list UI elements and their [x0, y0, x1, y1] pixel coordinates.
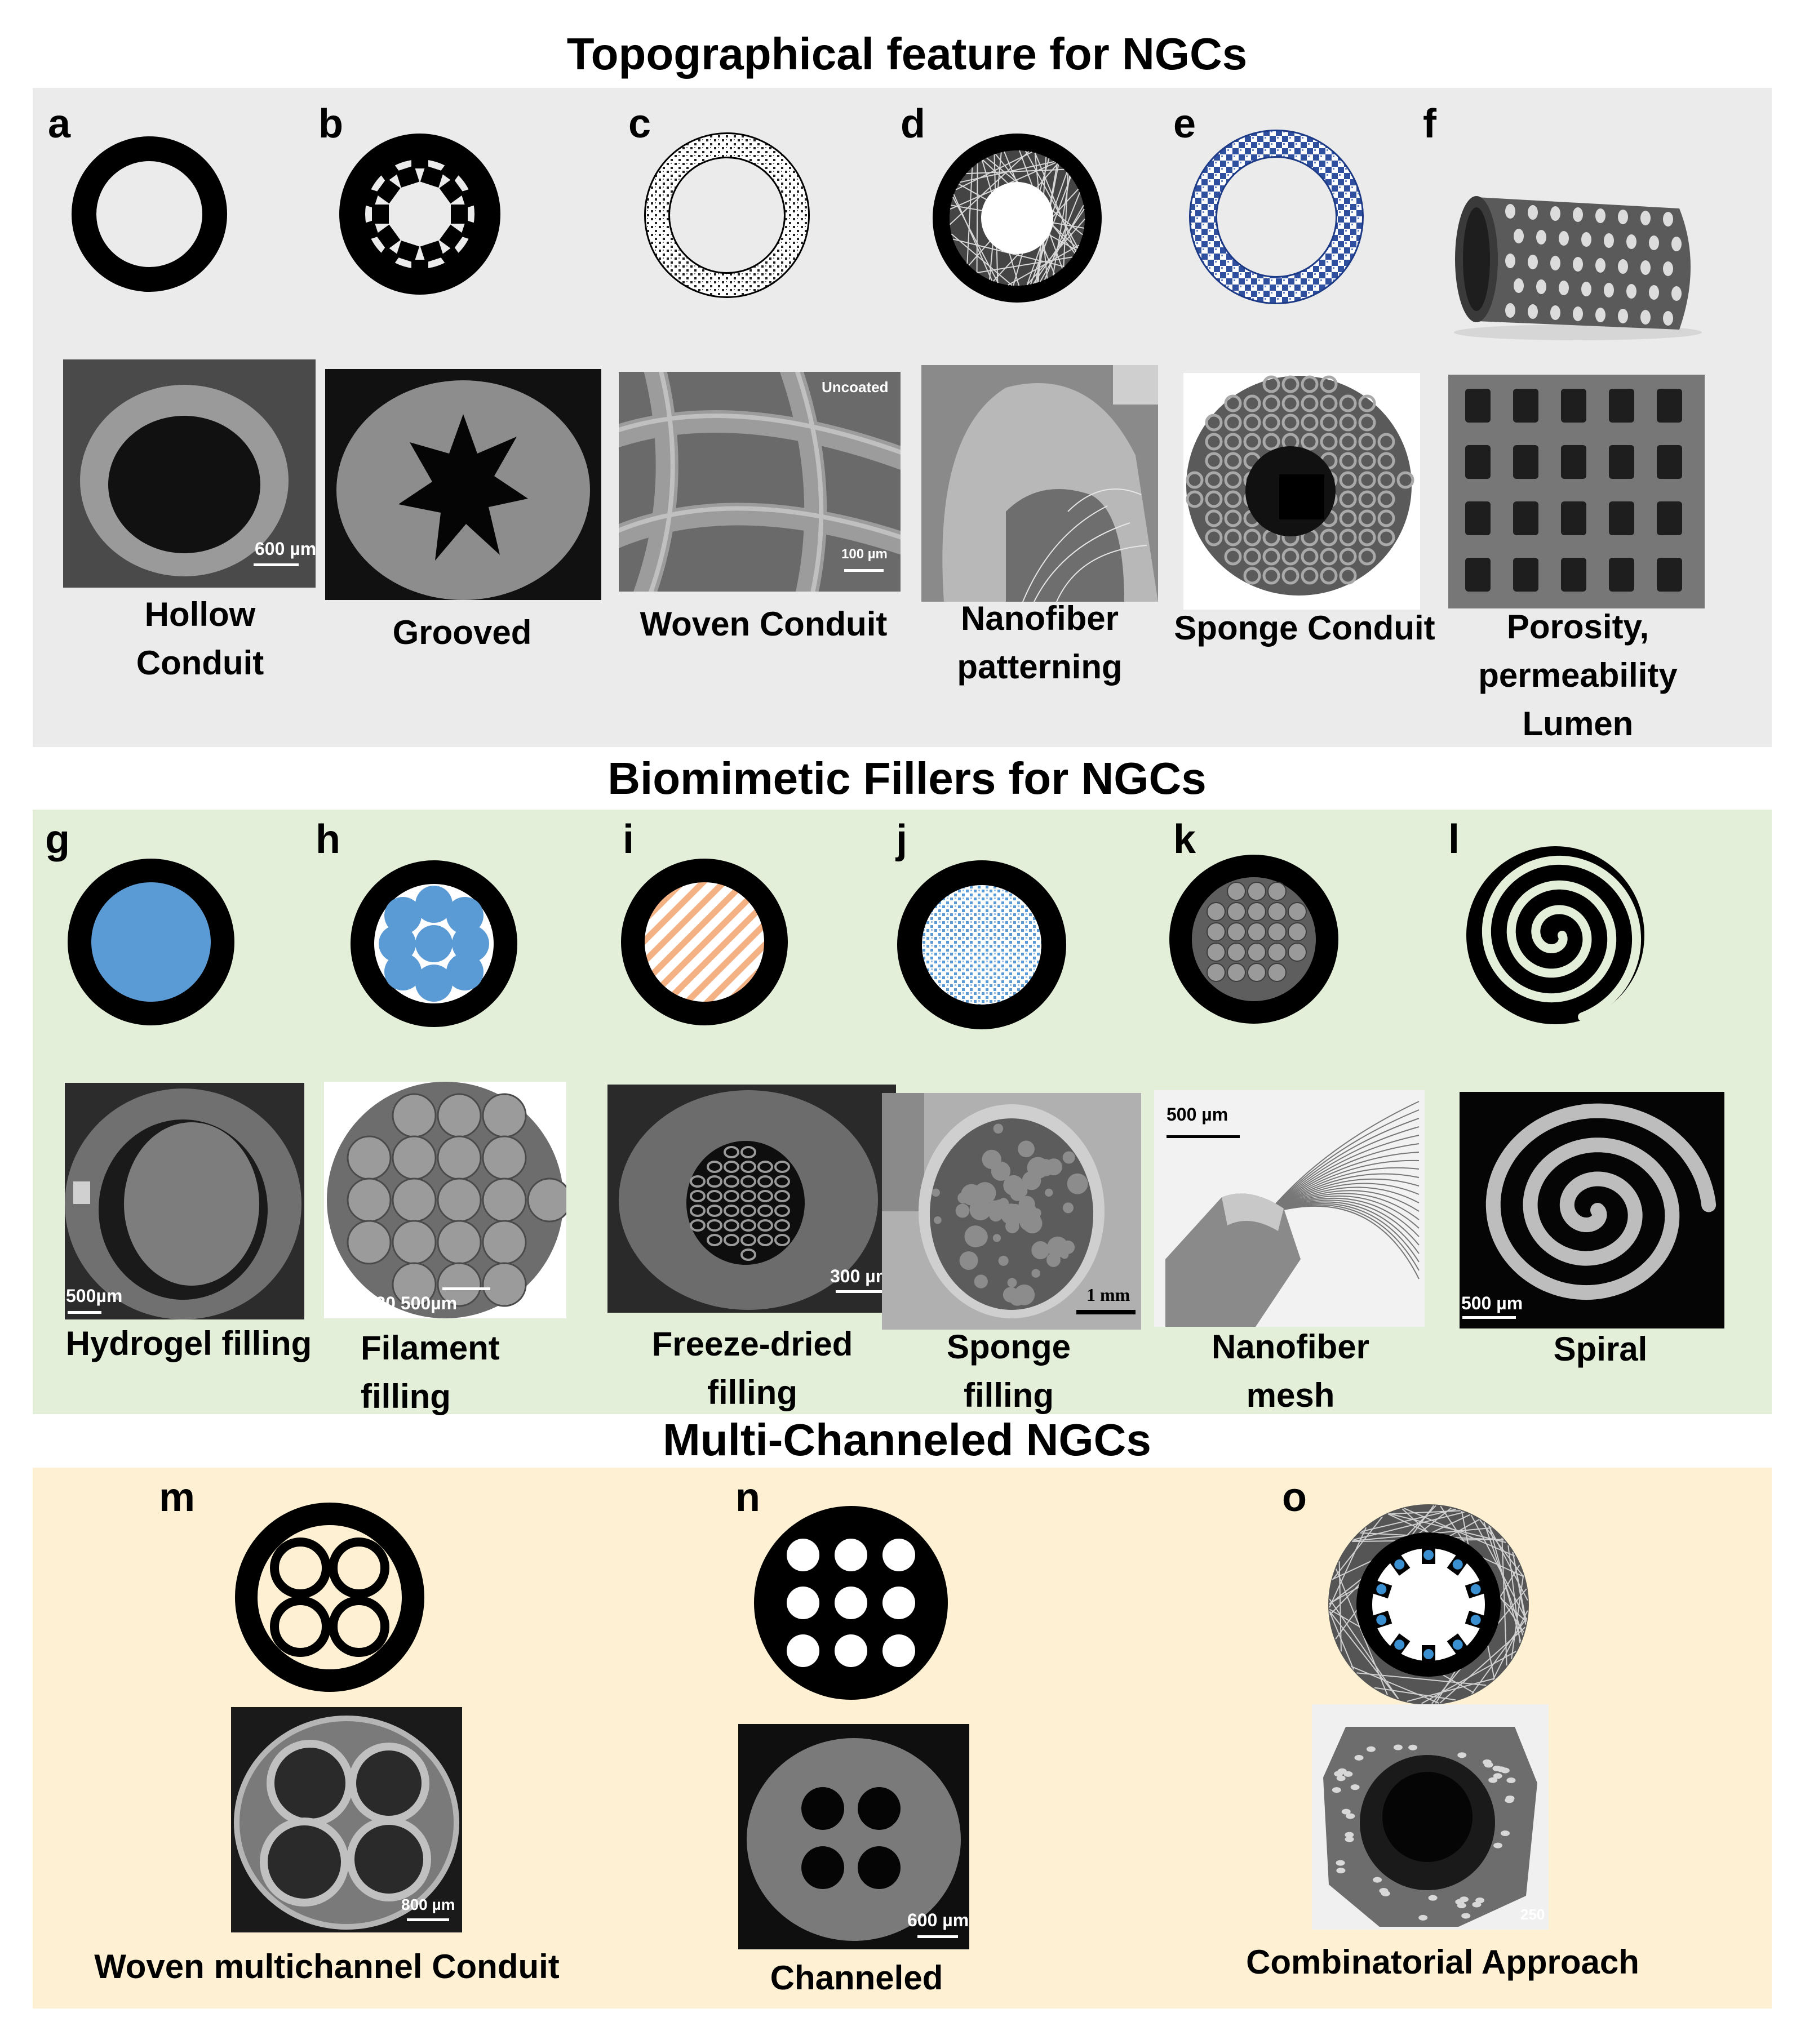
- spiral-micrograph: 500 µm: [1460, 1092, 1724, 1328]
- scale-label: 500 µm: [1167, 1104, 1228, 1125]
- panel-letter-f: f: [1423, 101, 1436, 146]
- nanofiber-mesh-schematic: [1167, 852, 1341, 1027]
- freeze-dried-filling-schematic: [620, 857, 789, 1027]
- caption-spiral: Spiral: [1516, 1325, 1685, 1374]
- scale-label: 800 µm: [401, 1896, 455, 1914]
- sponge-conduit-micrograph: [1183, 373, 1420, 610]
- panel-letter-i: i: [623, 817, 634, 862]
- nanofiber-mesh-micrograph: 500 µm: [1154, 1090, 1425, 1327]
- caption-hydrogel-filling: Hydrogel filling: [56, 1319, 321, 1368]
- caption-grooved: Grooved: [366, 608, 558, 657]
- hollow-conduit-schematic: [70, 135, 228, 293]
- spiral-schematic: [1465, 845, 1646, 1025]
- caption-nanofiber-patterning: Nanofiber patterning: [913, 594, 1167, 691]
- channeled-micrograph: 600 µm: [738, 1724, 969, 1949]
- caption-woven-multichannel: Woven multichannel Conduit: [79, 1943, 575, 1991]
- section-title-topographical: Topographical feature for NGCs: [0, 26, 1814, 82]
- section-title-fillers: Biomimetic Fillers for NGCs: [0, 750, 1814, 807]
- woven-conduit-schematic: [642, 131, 811, 300]
- scale-label: 500 µm: [1461, 1293, 1523, 1314]
- panel-letter-j: j: [896, 817, 907, 862]
- scale-label: 100 µm: [841, 546, 888, 562]
- caption-hollow-conduit: Hollow Conduit: [107, 590, 293, 687]
- caption-sponge-filling: Sponge filling: [913, 1323, 1105, 1420]
- panel-letter-g: g: [45, 817, 70, 862]
- nanofiber-conduit-schematic: [930, 131, 1105, 305]
- woven-multichannel-schematic: [234, 1501, 425, 1693]
- porous-conduit-schematic: [1443, 186, 1707, 349]
- panel-letter-h: h: [316, 817, 340, 862]
- porous-conduit-micrograph: [1448, 375, 1705, 608]
- grooved-conduit-micrograph: [325, 369, 601, 600]
- woven-conduit-micrograph: Uncoated 100 µm: [619, 372, 901, 592]
- combinatorial-micrograph: 250 µm: [1312, 1704, 1549, 1930]
- panel-letter-m: m: [159, 1475, 195, 1520]
- panel-letter-o: o: [1282, 1475, 1307, 1520]
- combinatorial-schematic: [1327, 1503, 1530, 1706]
- caption-combinatorial: Combinatorial Approach: [1223, 1938, 1662, 1987]
- caption-woven-conduit: Woven Conduit: [623, 600, 904, 648]
- freeze-dried-micrograph: 300 µm: [607, 1085, 896, 1313]
- caption-nanofiber-mesh: Nanofiber mesh: [1178, 1323, 1403, 1420]
- scale-label: 600 µm: [907, 1910, 969, 1931]
- sponge-filling-schematic: [894, 857, 1069, 1032]
- panel-letter-l: l: [1448, 817, 1460, 862]
- caption-filament-filling: Filament filling: [361, 1324, 530, 1421]
- grooved-conduit-schematic: [338, 132, 502, 296]
- hydrogel-filling-schematic: [66, 857, 236, 1027]
- sponge-conduit-schematic: [1189, 130, 1364, 304]
- filament-filling-schematic: [349, 859, 518, 1028]
- caption-sponge-conduit: Sponge Conduit: [1169, 604, 1440, 652]
- section-title-multichannel: Multi-Channeled NGCs: [0, 1412, 1814, 1468]
- filament-micrograph: X30 500µm: [324, 1082, 566, 1318]
- nanofiber-micrograph: [921, 365, 1158, 602]
- panel-letter-d: d: [901, 101, 925, 146]
- channeled-schematic: [752, 1504, 950, 1701]
- caption-channeled: Channeled: [749, 1954, 964, 2002]
- caption-freeze-dried-filling: Freeze-dried filling: [609, 1320, 896, 1417]
- scale-label: X30 500µm: [363, 1293, 457, 1314]
- uncoated-tag: Uncoated: [822, 379, 888, 396]
- scale-label: 600 µm: [255, 539, 316, 559]
- caption-porosity: Porosity, permeability Lumen: [1437, 603, 1719, 748]
- hollow-conduit-micrograph: 600 µm: [63, 359, 316, 588]
- woven-multichannel-micrograph: 800 µm: [231, 1707, 462, 1932]
- panel-letter-a: a: [48, 101, 70, 146]
- scale-label: 250 µm: [1520, 1906, 1549, 1923]
- scale-label: 1 mm: [1086, 1285, 1130, 1305]
- hydrogel-micrograph: 500µm: [65, 1083, 304, 1319]
- sponge-filling-micrograph: 1 mm: [882, 1093, 1141, 1330]
- scale-label: 500µm: [66, 1286, 122, 1307]
